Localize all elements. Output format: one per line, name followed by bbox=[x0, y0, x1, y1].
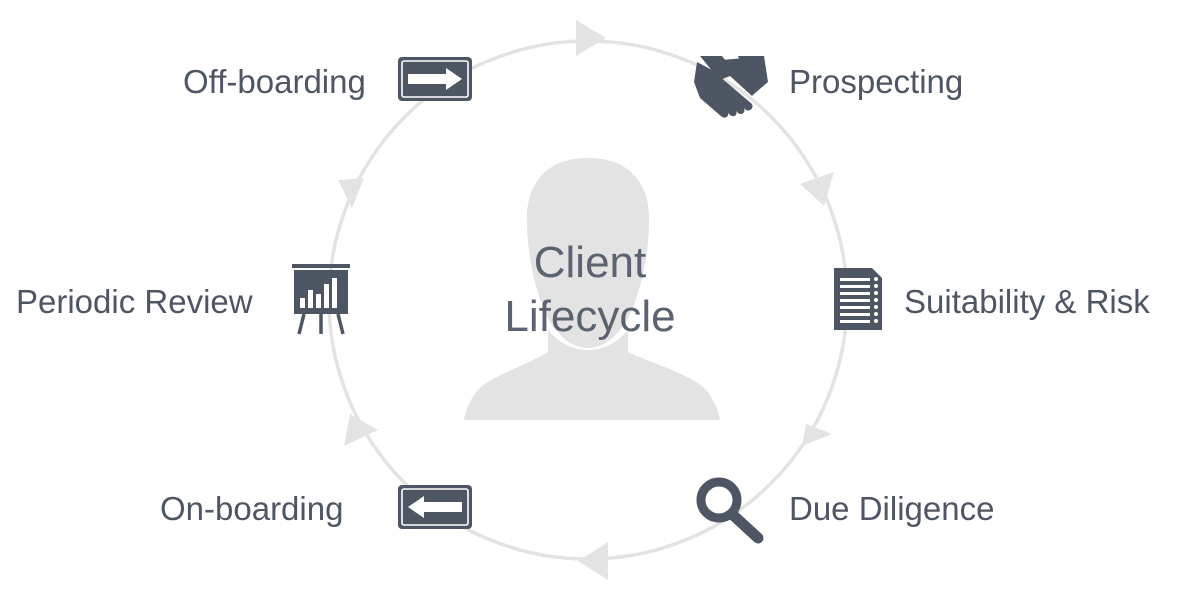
stage-label-prospecting: Prospecting bbox=[789, 63, 964, 100]
checklist-document-icon bbox=[834, 268, 882, 330]
stage-label-on-boarding: On-boarding bbox=[160, 490, 344, 527]
silhouette-head bbox=[526, 158, 650, 348]
silhouette-shoulders bbox=[464, 330, 720, 420]
cycle-arrows bbox=[338, 20, 834, 580]
stage-label-due-diligence: Due Diligence bbox=[789, 490, 995, 527]
ring-arrowhead bbox=[800, 172, 834, 206]
right-arrow-sign-icon bbox=[398, 57, 472, 101]
client-silhouette bbox=[464, 158, 720, 420]
ring-arrowhead bbox=[578, 542, 608, 580]
ring-arrowhead bbox=[344, 414, 378, 446]
center-title-line-2: Lifecycle bbox=[504, 292, 676, 341]
stage-label-periodic-review: Periodic Review bbox=[16, 283, 253, 320]
center-title-line-1: Client bbox=[533, 238, 647, 287]
ring-arrowhead bbox=[576, 20, 606, 56]
handshake-icon bbox=[694, 56, 768, 118]
magnifier-icon bbox=[696, 477, 764, 544]
ring-arrowhead bbox=[802, 424, 832, 446]
presentation-chart-icon bbox=[292, 264, 350, 335]
stage-label-off-boarding: Off-boarding bbox=[183, 63, 366, 100]
left-arrow-sign-icon bbox=[398, 485, 472, 529]
ring-arrowhead bbox=[338, 178, 364, 208]
stage-label-suitability-risk: Suitability & Risk bbox=[904, 283, 1150, 320]
